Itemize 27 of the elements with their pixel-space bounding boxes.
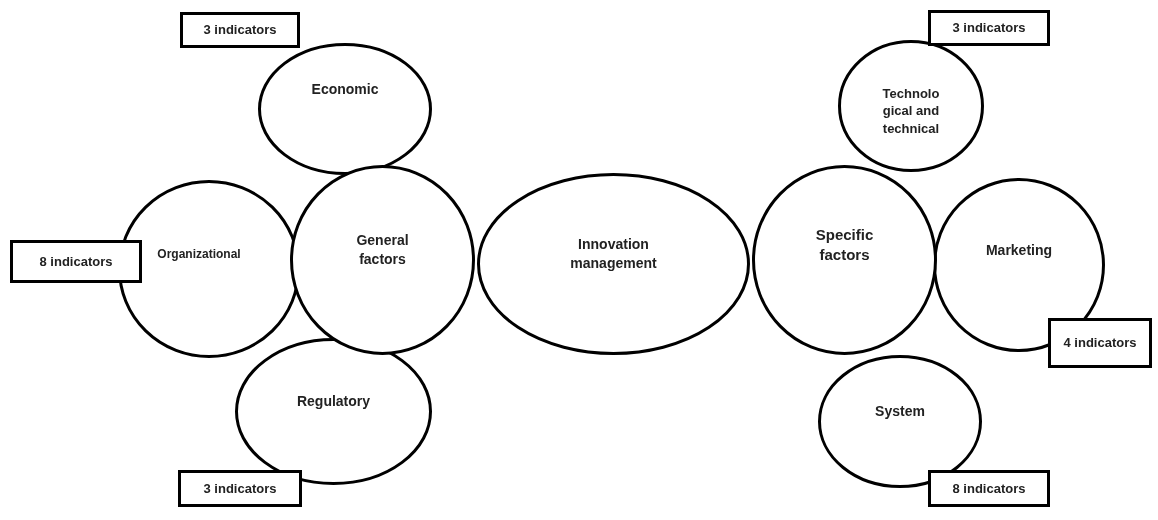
node-label: 8 indicators [39,252,113,271]
node-label: General factors [355,231,410,269]
node-label: Specific factors [814,224,875,265]
node-label: Technolo gical and technical [881,84,941,138]
node-label: Organizational [157,245,241,263]
node-label: Innovation management [569,235,658,273]
node-label: 3 indicators [952,19,1026,37]
node-label: System [875,402,925,421]
indicator-box [178,470,302,507]
factor-ellipse [838,40,984,172]
indicator-box [10,240,142,283]
indicator-box [928,10,1050,46]
factor-ellipse [477,173,750,355]
indicator-box [928,470,1050,507]
node-label: 4 indicators [1063,334,1137,352]
factor-ellipse [258,43,432,175]
node-label: 3 indicators [203,21,277,39]
factor-ellipse [752,165,937,355]
node-label: 8 indicators [952,479,1026,498]
indicator-box [180,12,300,48]
indicator-box [1048,318,1152,368]
node-label: 3 indicators [203,479,277,498]
node-label: Marketing [985,240,1053,260]
node-label: Regulatory [296,392,371,411]
factor-ellipse [235,338,432,485]
factor-ellipse [290,165,475,355]
node-label: Economic [311,79,379,99]
